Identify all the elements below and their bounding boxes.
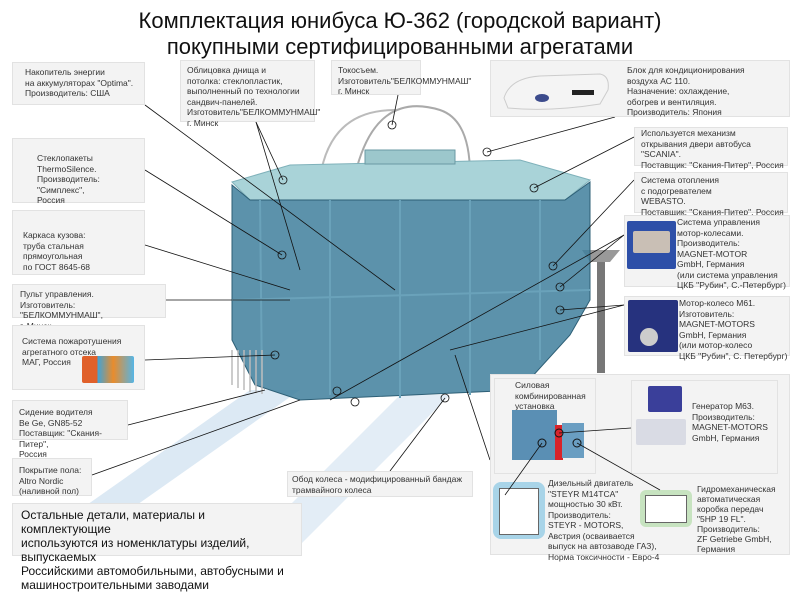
transmission-drawing <box>640 490 692 527</box>
stop-pole <box>597 258 605 373</box>
motor-wheel-photo <box>628 300 678 352</box>
callout-glazing: Стеклопакеты ThermoSilence. Производител… <box>12 138 145 205</box>
front-grille <box>231 350 263 394</box>
generator-photo-2 <box>636 419 686 445</box>
current-collector-arc <box>354 105 471 176</box>
leader-lines <box>91 94 635 476</box>
callout-heating: Система отопления с подогревателем WEBAS… <box>634 172 788 217</box>
poster-title: Комплектация юнибуса Ю-362 (городской ва… <box>0 8 800 60</box>
title-line-2: покупными сертифицированными агрегатами <box>166 34 634 59</box>
callout-frame: Каркаса кузова: труба стальная прямоугол… <box>12 210 145 275</box>
callout-diesel: Дизельный двигатель "STEYR M14TCA" мощно… <box>548 478 660 562</box>
callout-current-collector: Токосъем. Изготовитель"БЕЛКОММУНМАШ" г. … <box>331 60 471 96</box>
callout-battery: Накопитель энергии на аккумуляторах "Opt… <box>12 62 145 105</box>
roof-unit <box>364 149 456 165</box>
callout-markers <box>270 120 565 407</box>
callout-door-mechanism: Используется механизм открывания двери а… <box>634 127 788 170</box>
bus-body <box>231 181 591 401</box>
callout-motor-wheel: Мотор-колесо М61. Изготовитель: MAGNET-M… <box>624 296 790 361</box>
air-conditioner-photo <box>503 73 609 110</box>
title-line-1: Комплектация юнибуса Ю-362 (городской ва… <box>138 8 662 33</box>
callout-transmission: Гидромеханическая автоматическая коробка… <box>697 484 776 554</box>
fire-suppression-photo <box>82 356 134 383</box>
motor-control-photo <box>627 221 676 269</box>
callout-wheel-rim: Обод колеса - модифицированный бандаж тр… <box>287 471 473 497</box>
callout-cladding: Облицовка днища и потолка: стеклопластик… <box>180 60 320 128</box>
callout-control-panel: Пульт управления. Изготовитель: "БЕЛКОММ… <box>12 284 166 331</box>
callout-driver-seat: Сидение водителя Be Ge, GN85-52 Поставщи… <box>12 400 128 459</box>
callout-floor: Покрытие пола: Altro Nordic (наливной по… <box>12 458 92 496</box>
frame-pillars <box>231 199 591 398</box>
bus-illustration <box>30 94 635 545</box>
power-unit-leaders <box>504 427 661 496</box>
power-unit-engine <box>512 410 584 460</box>
generator-photo-1 <box>648 386 682 412</box>
diesel-engine-drawing <box>493 482 545 539</box>
